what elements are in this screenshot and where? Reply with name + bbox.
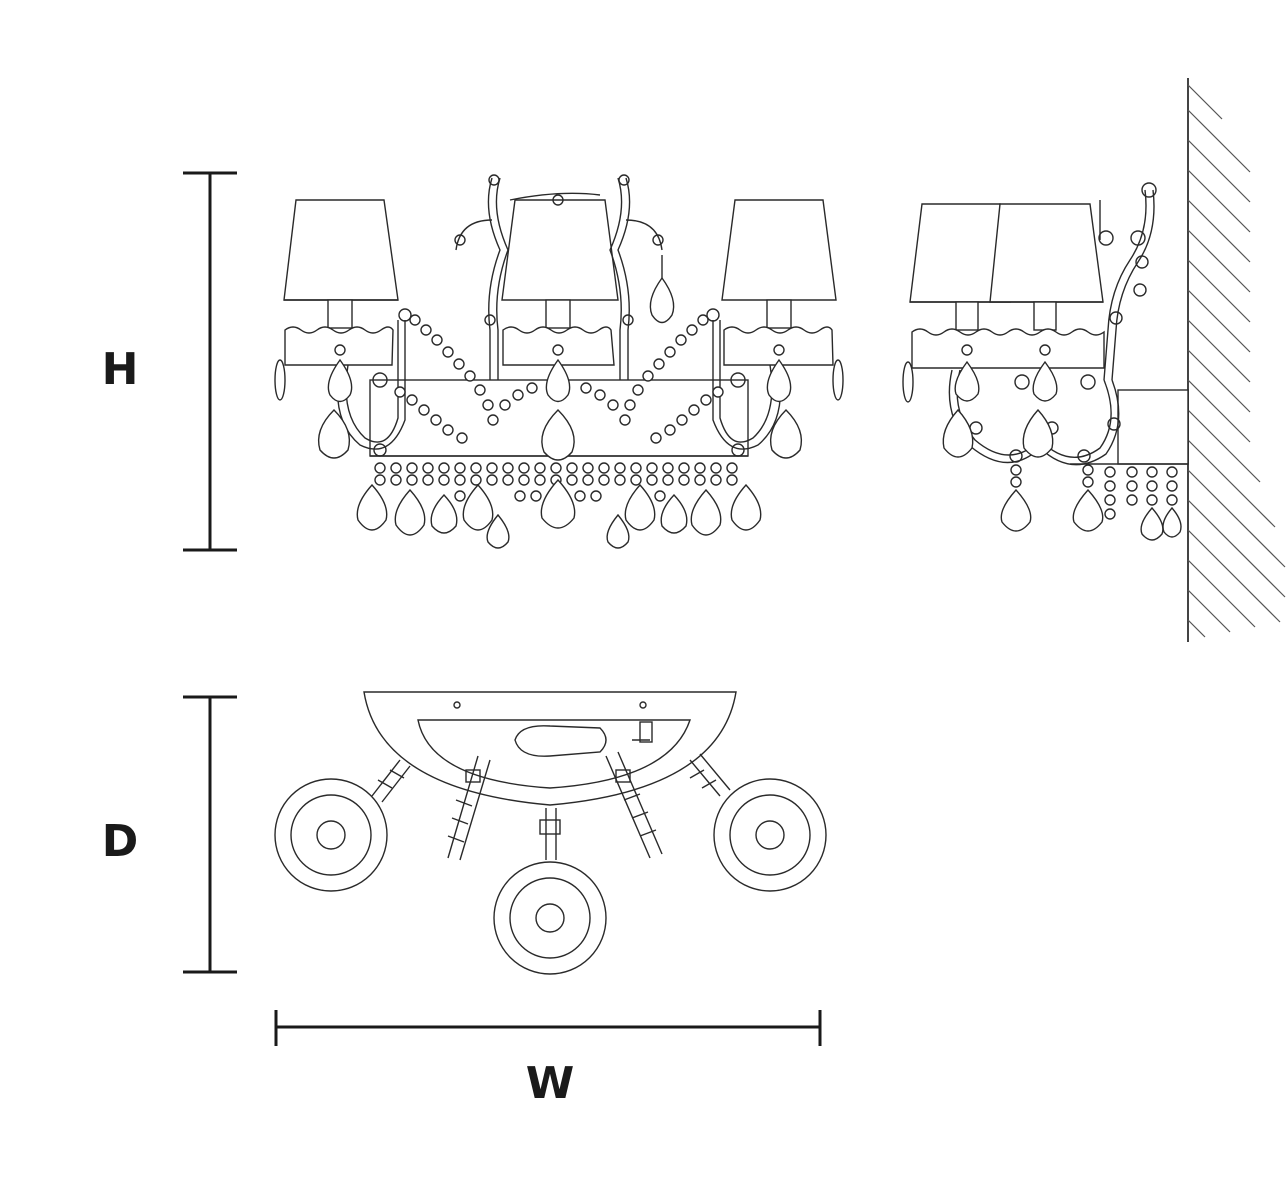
depth-dimension: D <box>102 695 237 974</box>
wall-hatching <box>1187 84 1286 638</box>
side-view <box>902 78 1286 642</box>
bobeche-left <box>274 778 388 892</box>
lamp-shade-right <box>721 199 837 301</box>
height-dimension: H <box>102 171 237 552</box>
bead-swags <box>394 314 724 444</box>
front-view <box>274 174 844 549</box>
lamp-shade-left <box>283 199 399 301</box>
bobeche-right <box>713 778 827 892</box>
height-label: H <box>102 344 139 395</box>
depth-label: D <box>102 816 139 867</box>
crystal-drops <box>356 478 762 549</box>
lamp-shade-center <box>501 199 619 301</box>
bead-fringe <box>374 462 738 502</box>
bobeche-center <box>493 861 607 975</box>
width-label: W <box>526 1058 575 1109</box>
top-view <box>274 691 827 975</box>
width-dimension: W <box>274 1010 822 1109</box>
